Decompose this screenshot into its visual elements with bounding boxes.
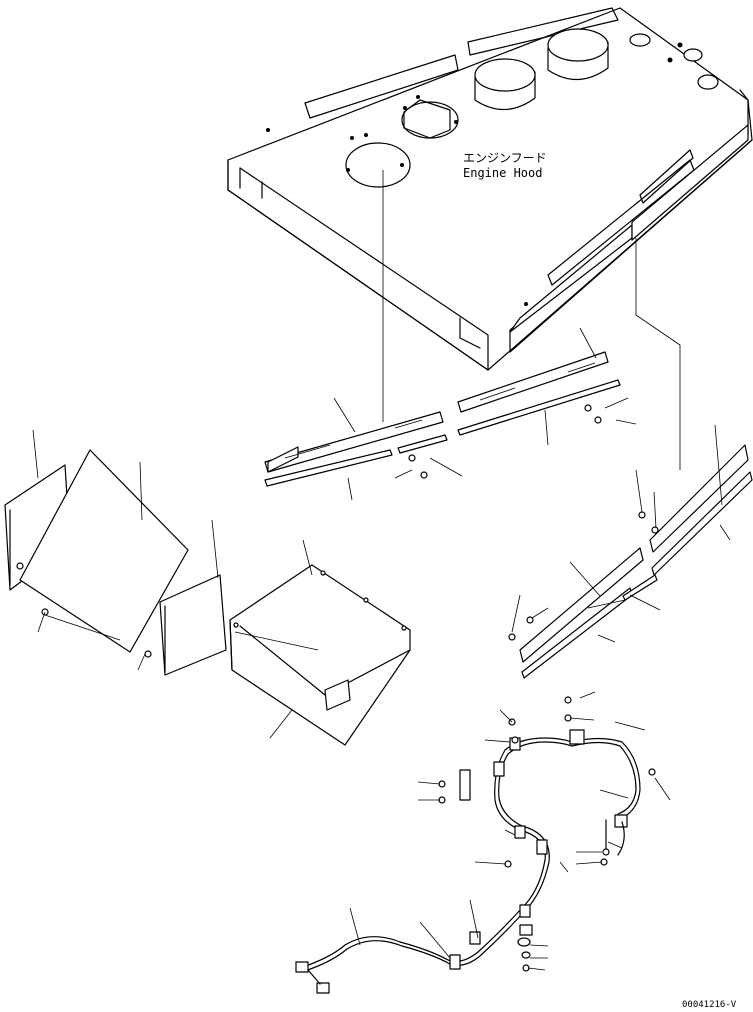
wiring-harness: [295, 721, 646, 994]
lower-cover: [229, 539, 411, 746]
side-panels-left: [4, 429, 227, 676]
harness-bolts: [417, 691, 671, 972]
engine-hood: [227, 7, 753, 371]
engine-hood-label-jp: エンジンフード: [463, 151, 547, 165]
seal-strips-right: [508, 424, 753, 679]
drawing-code: 00041216-V: [682, 1000, 737, 1010]
engine-hood-label-en: Engine Hood: [463, 166, 542, 180]
seal-strips-upper: [264, 327, 637, 501]
hood-leader-lines: [382, 170, 681, 470]
